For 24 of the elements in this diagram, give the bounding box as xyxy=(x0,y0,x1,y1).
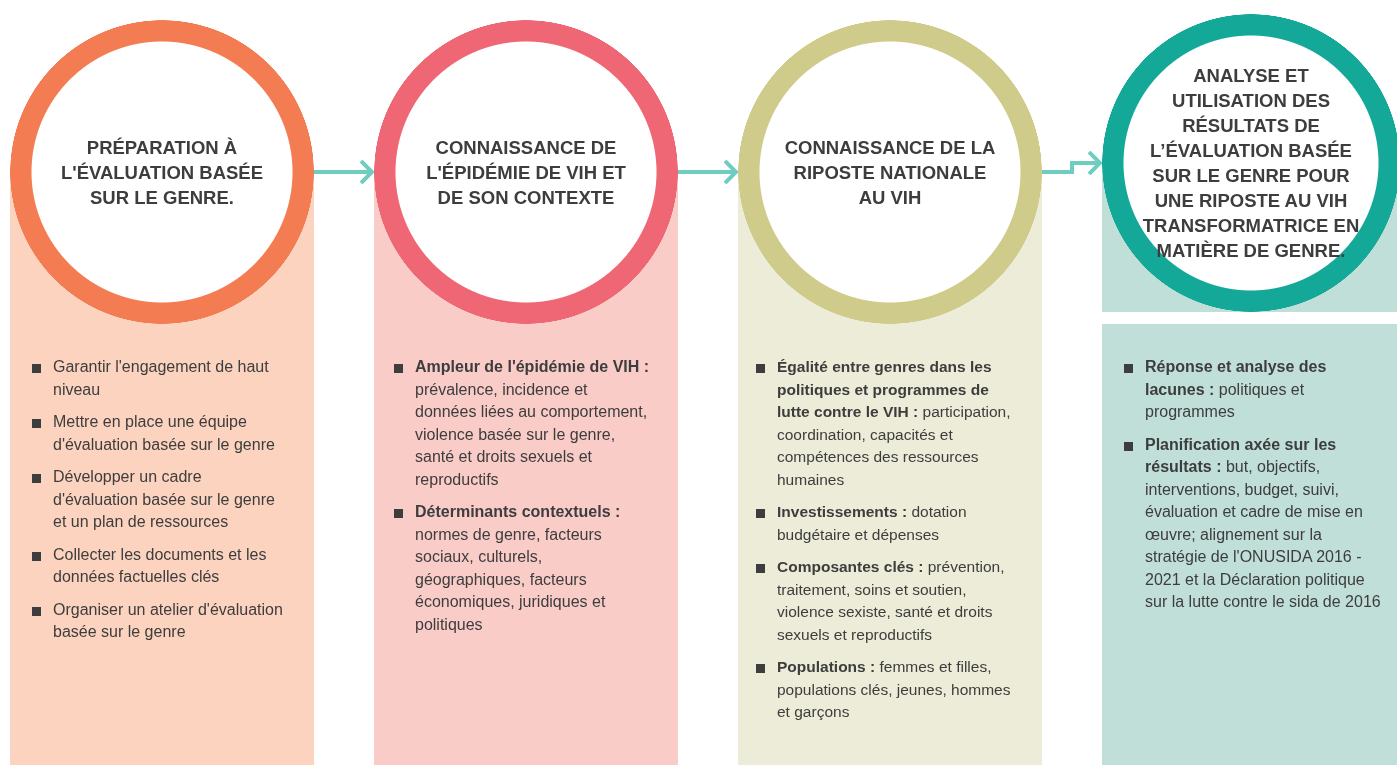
bullet-text: Investissements : dotation budgétaire et dépenses xyxy=(777,502,968,545)
bullet-text: Égalité entre genres dans les politiques et programmes de lutte contre le VIH : participation, coordination, capacités et compétences des ressources humaines xyxy=(777,357,1012,490)
bullet-text: Développer un cadre d'évaluation basée sur le genre et un plan de ressources xyxy=(53,467,276,532)
step-title: CONNAISSANCE DE LA RIPOSTE NATIONALE AU VIH xyxy=(783,135,997,210)
arrow xyxy=(678,159,738,185)
arrow xyxy=(314,159,374,185)
column-panel xyxy=(1102,324,1397,765)
arrow xyxy=(1042,150,1102,176)
bullet-text: Réponse et analyse des lacunes : politiques et programmes xyxy=(1145,357,1328,422)
bullet-text: Mettre en place une équipe d'évaluation basée sur le genre xyxy=(53,412,276,455)
step-title: CONNAISSANCE DE L'ÉPIDÉMIE DE VIH ET DE SON CONTEXTE xyxy=(425,135,627,210)
bullet-text: Ampleur de l'épidémie de VIH : prévalence, incidence et données liées au comportement, violence basée sur le genre, santé et droits sexuels et reproductifs xyxy=(415,357,651,490)
bullet-text: Collecter les documents et les données factuelles clés xyxy=(53,544,268,587)
bullet-text: Planification axée sur les résultats : but, objectifs, interventions, budget, suivi, évaluation et cadre de mise en œuvre; alignement sur la stratégie de l'ONUSIDA 2016 - 2021 et la Déclaration politique sur la lutte contre le sida de 2016 xyxy=(1145,434,1382,612)
bullet-text: Organiser un atelier d'évaluation basée sur le genre xyxy=(53,599,284,642)
column-panel xyxy=(10,324,314,765)
column-panel xyxy=(374,324,678,765)
step-title: PRÉPARATION À L'ÉVALUATION BASÉE SUR LE GENRE. xyxy=(59,135,265,210)
bullet-text: Garantir l'engagement de haut niveau xyxy=(53,357,270,400)
bullet-text: Déterminants contextuels : normes de genre, facteurs sociaux, culturels, géographiques, facteurs économiques, juridiques et politiques xyxy=(415,502,622,635)
column-panel xyxy=(738,324,1042,765)
step-title: ANALYSE ET UTILISATION DES RÉSULTATS DE L’ÉVALUATION BASÉE SUR LE GENRE POUR UNE RIPOSTE AU VIH TRANSFORMATRICE EN MATIÈRE DE GENRE. xyxy=(1142,64,1360,263)
bullet-text: Populations : femmes et filles, populations clés, jeunes, hommes et garçons xyxy=(777,657,1012,722)
bullet-text: Composantes clés : prévention, traitement, soins et soutien, violence sexiste, santé et droits sexuels et reproductifs xyxy=(777,557,1006,645)
